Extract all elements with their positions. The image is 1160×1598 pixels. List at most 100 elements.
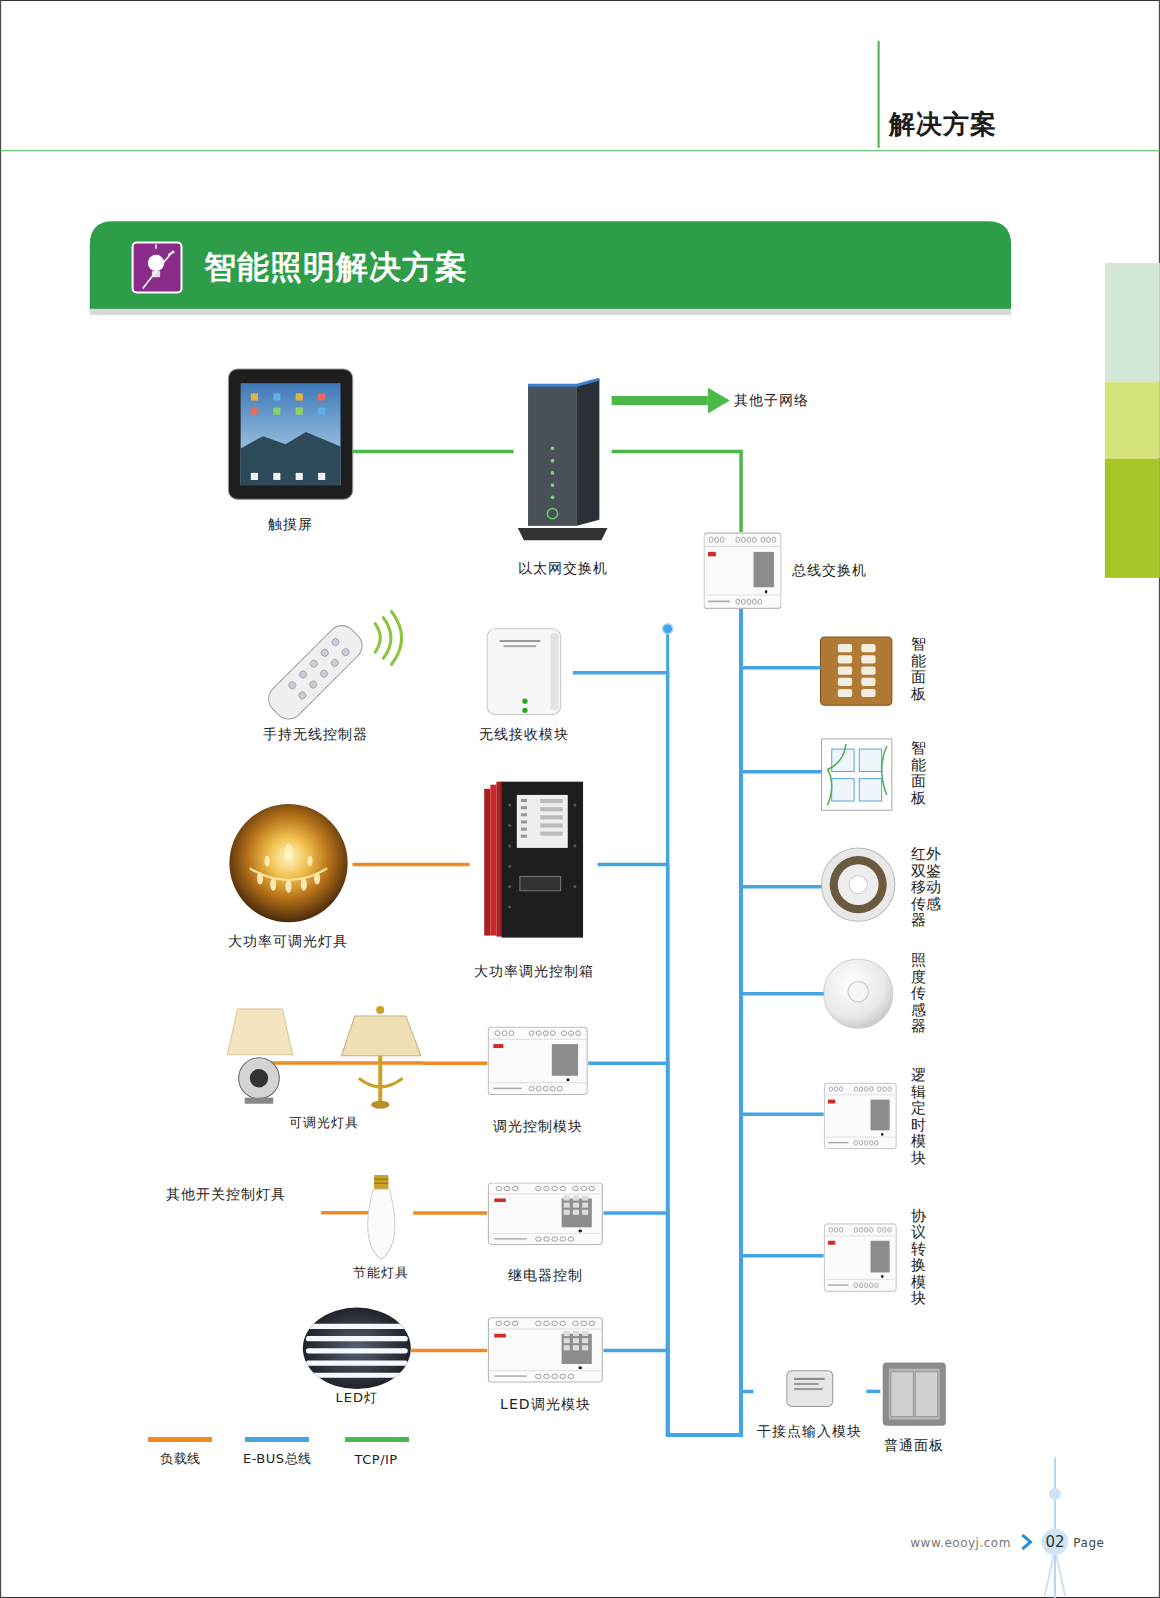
wireless-receiver-picture <box>487 629 560 715</box>
bus-line <box>603 610 741 1436</box>
device-caption: 照度传感器 <box>911 952 926 1035</box>
ethernet-switch: 以太网交换机 <box>514 379 612 576</box>
load-line <box>423 1061 487 1065</box>
device-caption: 智能面板 <box>911 740 926 806</box>
bus-line <box>741 610 822 772</box>
legend-swatch <box>148 1437 212 1442</box>
dimmable-lamp: 可调光灯具 <box>224 1004 423 1132</box>
chandelier-picture <box>229 804 347 922</box>
device-caption: 总线交换机 <box>792 561 867 579</box>
device-caption: 大功率调光控制箱 <box>474 962 594 980</box>
footer-decoration <box>1022 1457 1068 1598</box>
section-heading: 解决方案 <box>889 107 997 142</box>
device-caption: 调光控制模块 <box>493 1117 583 1135</box>
din-modules <box>488 533 896 1382</box>
legend-swatch <box>245 1437 309 1442</box>
light-sensor-picture <box>824 959 893 1028</box>
banner-title: 智能照明解决方案 <box>204 246 468 290</box>
bus-line <box>598 610 741 1436</box>
bus-line <box>741 610 824 994</box>
dimmable-fixture: 大功率可调光灯具 <box>224 804 352 949</box>
tcpip-line <box>612 452 741 533</box>
device-caption: 红外双鉴移动传感器 <box>911 846 941 929</box>
dimmer-module: 调光控制模块 <box>487 1026 588 1135</box>
device-caption: 触摸屏 <box>268 515 313 533</box>
dimmer-cabinet: 大功率调光控制箱 <box>470 782 598 980</box>
bus-line <box>588 610 741 1436</box>
device-caption: 以太网交换机 <box>518 559 608 577</box>
group-label: 其他开关控制灯具 <box>166 1186 286 1204</box>
device-caption: 智能面板 <box>911 636 926 702</box>
title-banner <box>90 221 1011 315</box>
device-caption: 逻辑定时模块 <box>911 1067 926 1166</box>
smart-panel: 智能面板 <box>821 636 927 705</box>
remote-control-picture <box>263 611 402 724</box>
legend-text: TCP/IP <box>355 1451 398 1466</box>
load-line <box>411 1349 487 1353</box>
bus-line <box>741 610 824 1115</box>
device-caption: 干接点输入模块 <box>757 1422 862 1440</box>
tcpip-line <box>353 450 514 454</box>
bus-line <box>603 610 741 1436</box>
bus-line <box>741 610 820 668</box>
led-dimmer-module: LED调光模块 <box>487 1317 603 1413</box>
device-caption: 可调光灯具 <box>289 1114 359 1132</box>
wall-switch: 普通面板 <box>880 1363 948 1454</box>
wall-switch-picture <box>883 1363 946 1426</box>
subnet-target: 其他子网络 <box>730 391 813 409</box>
touchscreen-picture <box>228 369 352 499</box>
bus-line <box>741 610 753 1392</box>
lamp-wire <box>267 1063 423 1213</box>
device-caption: 普通面板 <box>884 1436 944 1454</box>
led-lamp-picture <box>303 1308 411 1390</box>
bus-line <box>573 610 741 1436</box>
pir-sensor-picture <box>822 848 895 921</box>
protocol-module: 协议转换模块 <box>824 1208 927 1307</box>
bus-line <box>741 610 824 1256</box>
device-caption: 继电器控制 <box>508 1266 583 1284</box>
bus-lines <box>663 624 673 675</box>
page-number: 02 <box>1045 1533 1064 1551</box>
smart-panel: 智能面板 <box>822 739 927 810</box>
tcpip-line <box>612 396 708 405</box>
dimmer-cabinet-picture <box>484 782 583 938</box>
legend-swatch <box>345 1437 409 1442</box>
bus-line <box>866 1390 880 1394</box>
side-color-blocks <box>1105 263 1160 578</box>
load-line <box>413 1211 487 1215</box>
node-caption: 其他子网络 <box>734 391 809 409</box>
page-word: Page <box>1073 1536 1104 1550</box>
touch-panel-picture <box>822 739 892 810</box>
legend-text: 负载线 <box>160 1450 201 1468</box>
cfl-bulb-picture <box>368 1175 395 1260</box>
bus-switch: 总线交换机 <box>703 532 867 609</box>
device-caption: 无线接收模块 <box>479 725 569 743</box>
wireless-receiver: 无线接收模块 <box>475 629 573 743</box>
remote-control: 手持无线控制器 <box>259 624 372 743</box>
device-caption: 手持无线控制器 <box>263 725 368 743</box>
relay-module: 继电器控制 <box>487 1182 603 1284</box>
dimmable-lamps-picture <box>227 1006 421 1109</box>
bus-line <box>741 610 822 887</box>
load-line <box>352 863 469 867</box>
dry-contact-module: 干接点输入模块 <box>753 1371 866 1440</box>
light-sensor: 照度传感器 <box>824 952 927 1035</box>
legend-text: E-BUS总线 <box>243 1450 312 1468</box>
device-caption: 大功率可调光灯具 <box>228 932 348 950</box>
cfl-lamp: 节能灯具 <box>349 1175 413 1282</box>
device-caption: 协议转换模块 <box>911 1208 926 1307</box>
website: www.eooyj.com <box>910 1536 1011 1550</box>
timer-module: 逻辑定时模块 <box>824 1067 927 1166</box>
device-caption: LED灯 <box>336 1389 378 1407</box>
device-caption: 节能灯具 <box>353 1264 409 1282</box>
led-lamp: LED灯 <box>303 1308 411 1408</box>
ethernet-switch-picture <box>518 379 608 540</box>
dry-contact-picture <box>787 1371 833 1407</box>
touchscreen: 触摸屏 <box>228 369 352 533</box>
pir-sensor: 红外双鉴移动传感器 <box>822 846 942 929</box>
device-caption: LED调光模块 <box>500 1395 590 1413</box>
